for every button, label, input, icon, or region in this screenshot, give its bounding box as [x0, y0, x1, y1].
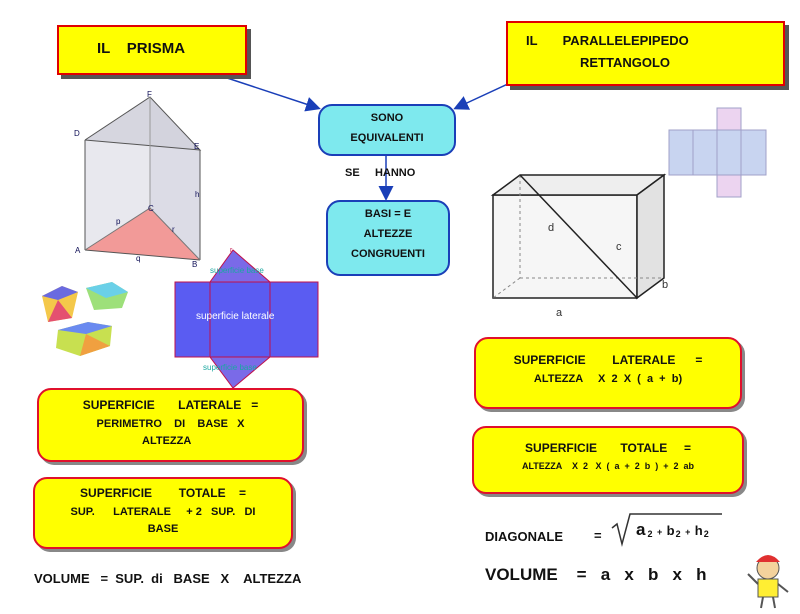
arrow-prism-to-equivalent: [214, 73, 321, 112]
diagonal-equals: =: [594, 528, 602, 543]
diagonal-b-exponent: 2: [675, 529, 681, 539]
square-root-sign: [611, 513, 722, 547]
prism-title: IL PRISMA: [97, 40, 186, 57]
prism-lateral-surface-box: SUPERFICIE LATERALE = PERIMETRO DI BASE …: [37, 388, 304, 462]
prism-lateral-line-2: PERIMETRO DI BASE X: [96, 418, 245, 430]
condition-line-2: ALTEZZE: [363, 228, 413, 240]
box-label-b: b: [662, 279, 669, 291]
arrow-parallelepiped-to-equivalent: [453, 81, 513, 110]
equivalent-line-2: EQUIVALENTI: [350, 132, 424, 144]
prism-volume-formula: VOLUME = SUP. di BASE X ALTEZZA: [34, 571, 302, 586]
vertex-label-d: D: [74, 129, 80, 138]
diagonal-a: a: [636, 520, 646, 539]
mascot-figure: [747, 555, 789, 609]
edge-label-h: h: [195, 190, 200, 199]
vertex-label-b: B: [192, 260, 198, 269]
equivalent-box: SONO EQUIVALENTI: [318, 104, 456, 156]
prism-lateral-line-1: SUPERFICIE LATERALE =: [82, 398, 259, 412]
prism-total-line-3: BASE: [147, 523, 179, 535]
box-label-c: c: [616, 241, 622, 253]
vertex-label-c: C: [148, 204, 154, 213]
edge-label-r: r: [172, 225, 175, 234]
prism-lateral-line-3: ALTEZZA: [142, 435, 192, 447]
diagonal-a-exponent: 2: [647, 529, 653, 539]
edge-label-p: p: [116, 217, 121, 226]
parallelepiped-lateral-line-2: ALTEZZA X 2 X ( a + b): [533, 373, 683, 385]
parallelepiped-title-box: IL PARALLELEPIPEDO RETTANGOLO: [506, 21, 785, 86]
prism-total-line-2: SUP. LATERALE + 2 SUP. DI: [70, 506, 256, 518]
parallelepiped-net-figure: [668, 107, 767, 198]
diagonal-b: b: [666, 523, 675, 538]
parallelepiped-title-line-1: IL PARALLELEPIPEDO: [526, 33, 689, 48]
vertex-label-a: A: [75, 246, 81, 255]
parallelepiped-total-surface-box: SUPERFICIE TOTALE = ALTEZZA X 2 X ( a + …: [472, 426, 744, 494]
triangular-prism-figure: [84, 96, 202, 261]
parallelepiped-volume-formula: VOLUME = a x b x h: [485, 565, 707, 584]
diagonal-plus-2: +: [685, 527, 691, 537]
vertex-label-e: E: [194, 142, 200, 151]
box-label-a: a: [556, 307, 563, 319]
condition-line-1: BASI = E: [364, 208, 412, 220]
diagonal-plus-1: +: [656, 527, 663, 537]
net-label-center: superficie laterale: [196, 311, 275, 322]
parallelepiped-lateral-surface-box: SUPERFICIE LATERALE = ALTEZZA X 2 X ( a …: [474, 337, 742, 409]
net-label-top: superficie base: [210, 266, 264, 275]
small-solids-figure: [42, 282, 128, 356]
diagonal-label: DIAGONALE: [485, 529, 563, 544]
net-label-corner: r: [230, 247, 233, 254]
net-label-bottom: superficie base: [203, 363, 257, 372]
condition-label: SE HANNO: [345, 167, 416, 179]
parallelepiped-total-line-1: SUPERFICIE TOTALE =: [525, 441, 691, 455]
box-label-d: d: [548, 222, 555, 234]
parallelepiped-total-line-2: ALTEZZA X 2 X ( a + 2 b ) + 2 ab: [521, 461, 695, 471]
diagonal-h-exponent: 2: [703, 529, 709, 539]
equivalent-line-1: SONO: [370, 112, 404, 124]
parallelepiped-lateral-line-1: SUPERFICIE LATERALE =: [513, 353, 703, 367]
prism-total-surface-box: SUPERFICIE TOTALE = SUP. LATERALE + 2 SU…: [33, 477, 293, 549]
parallelepiped-title-line-2: RETTANGOLO: [580, 55, 671, 70]
prism-net-figure: [174, 249, 319, 389]
condition-line-3: CONGRUENTI: [351, 248, 425, 260]
diagonal-h: h: [694, 523, 703, 538]
prism-total-line-1: SUPERFICIE TOTALE =: [80, 486, 246, 500]
parallelepiped-figure: [490, 173, 667, 300]
prism-title-box: IL PRISMA: [57, 25, 247, 75]
edge-label-q: q: [136, 254, 141, 263]
condition-box: BASI = E ALTEZZE CONGRUENTI: [326, 200, 450, 276]
vertex-label-f: F: [147, 90, 152, 99]
